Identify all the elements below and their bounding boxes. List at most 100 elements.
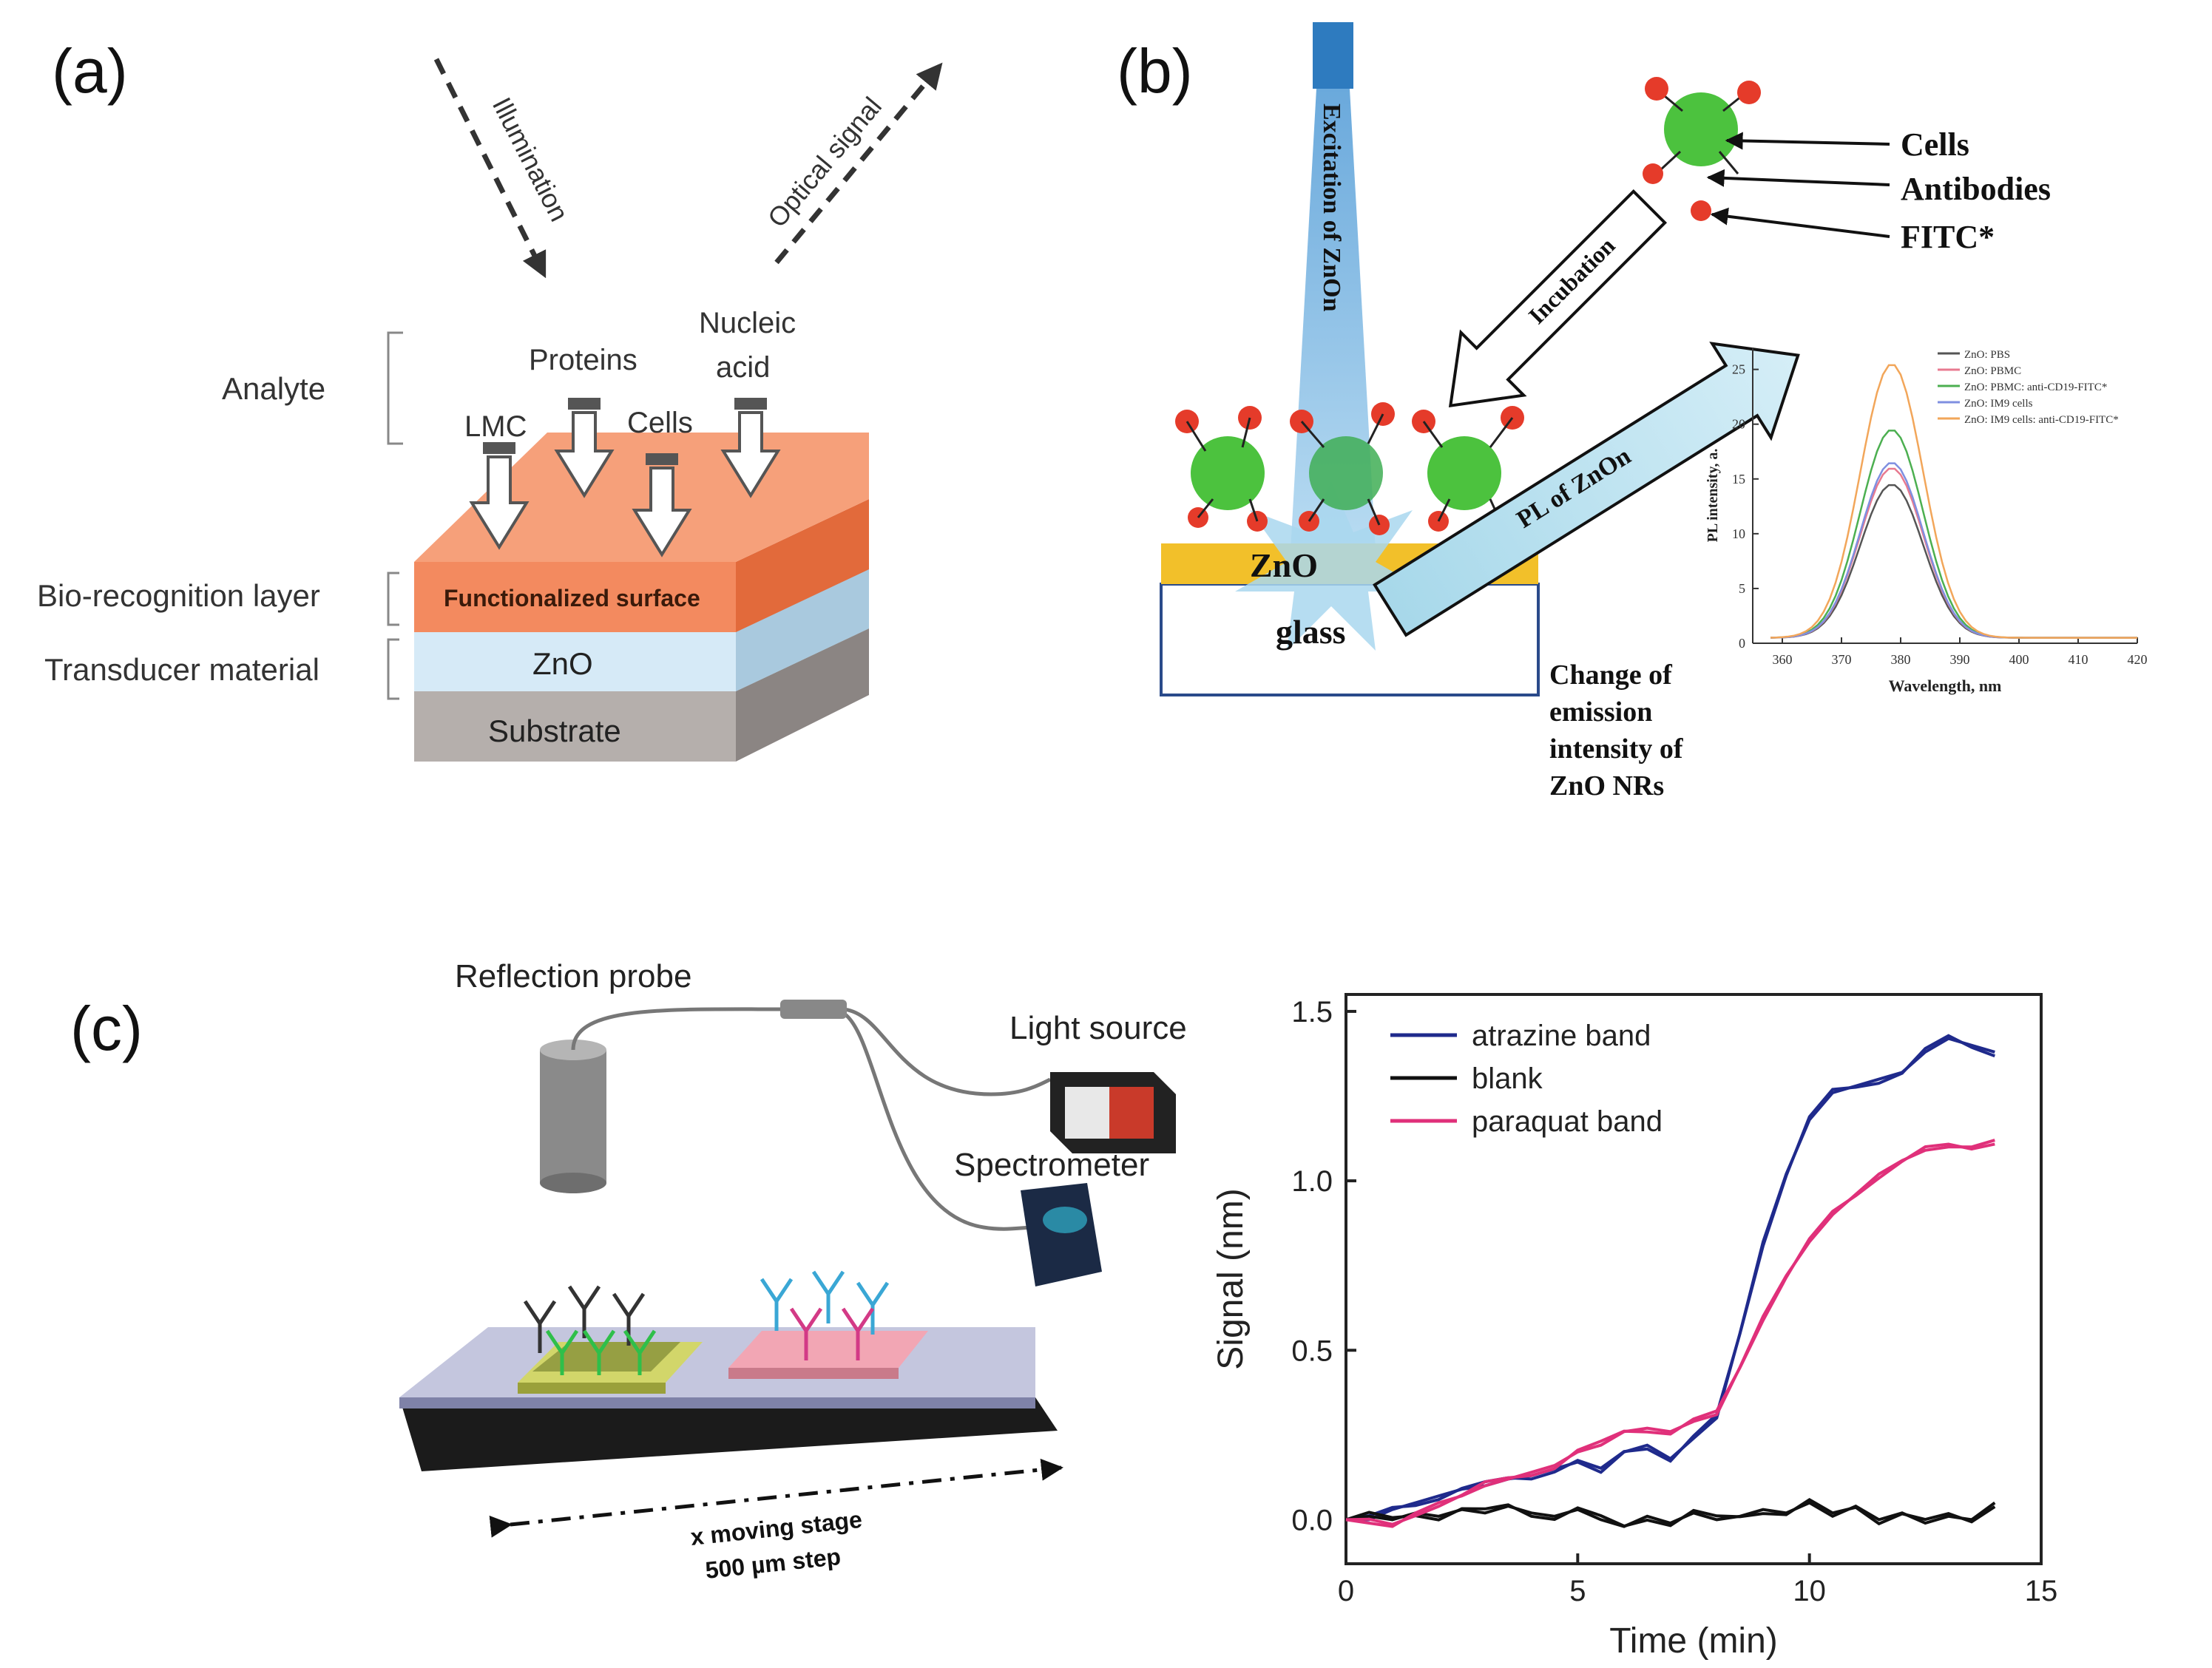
series-line-paraquat-band bbox=[1345, 1142, 1995, 1526]
inset-x-tick-label: 390 bbox=[1950, 652, 1970, 667]
fiber-cables bbox=[571, 1007, 1052, 1231]
inset-legend-label: ZnO: PBMC: anti-CD19-FITC* bbox=[1964, 382, 2107, 393]
inset-legend-label: ZnO: IM9 cells bbox=[1964, 398, 2033, 410]
optical-signal-label: Optical signal bbox=[762, 91, 887, 233]
stage-label-2: 500 µm step bbox=[704, 1543, 842, 1584]
light-source-device bbox=[1050, 1072, 1176, 1153]
fiber-coupler bbox=[780, 1000, 847, 1019]
cells-pointer bbox=[1725, 132, 1890, 150]
reflection-probe-label: Reflection probe bbox=[455, 958, 691, 994]
y-tick-label: 0.0 bbox=[1291, 1504, 1333, 1536]
series-line-atrazine-band bbox=[1346, 1037, 1995, 1522]
inset-series-line bbox=[1770, 364, 2137, 639]
optical-signal-arrow bbox=[774, 62, 943, 265]
transducer-bracket bbox=[387, 638, 399, 700]
inset-x-tick-label: 400 bbox=[2009, 652, 2029, 667]
inset-x-tick-label: 370 bbox=[1832, 652, 1852, 667]
panel-c-label: (c) bbox=[70, 994, 143, 1063]
analyte-arrows bbox=[469, 398, 781, 557]
y-tick-label: 1.5 bbox=[1291, 996, 1333, 1028]
zno-side bbox=[736, 569, 869, 691]
inset-legend-label: ZnO: PBS bbox=[1964, 349, 2010, 361]
illumination-arrow bbox=[433, 58, 547, 279]
nucleic-arrow bbox=[720, 411, 781, 498]
bio-bracket bbox=[387, 572, 399, 626]
cells-on-surface bbox=[1175, 402, 1524, 535]
excitation-label: Excitation of ZnOn bbox=[1318, 104, 1345, 312]
nucleic-label-2: acid bbox=[716, 351, 770, 384]
inset-y-tick-label: 0 bbox=[1739, 636, 1745, 651]
inset-x-tick-label: 380 bbox=[1891, 652, 1911, 667]
glass-label: glass bbox=[1276, 613, 1346, 651]
stage-travel-arrow bbox=[489, 1458, 1063, 1538]
cell-2 bbox=[1309, 436, 1383, 510]
analyte-label: Analyte bbox=[222, 371, 325, 406]
y-axis-label: Signal (nm) bbox=[1211, 1188, 1251, 1369]
chart-frame bbox=[1345, 993, 2043, 1565]
fitc-legend-label: FITC* bbox=[1901, 219, 1995, 255]
lmc-arrow-cap bbox=[483, 442, 515, 454]
zno-front bbox=[414, 632, 736, 691]
pl-arrow bbox=[1373, 342, 1800, 637]
inset-y-tick-label: 10 bbox=[1732, 526, 1745, 541]
panel-a: (a) Illumination Optical signal Analyte … bbox=[37, 36, 943, 762]
inset-y-tick-label: 25 bbox=[1732, 362, 1745, 377]
zno-film-label: ZnO bbox=[1250, 546, 1318, 584]
inset-x-tick-label: 420 bbox=[2128, 652, 2148, 667]
antibodies-pointer bbox=[1706, 169, 1890, 187]
cells-arrow-cap bbox=[646, 453, 678, 465]
y-tick-label: 0.5 bbox=[1291, 1335, 1333, 1367]
inset-y-tick-label: 20 bbox=[1732, 417, 1745, 432]
proteins-arrow-cap bbox=[568, 398, 601, 410]
substrate-front bbox=[414, 691, 736, 762]
inset-y-axis-label: PL intensity, a. bbox=[1705, 449, 1721, 543]
series-line-blank bbox=[1345, 1497, 1996, 1528]
x-tick-label: 5 bbox=[1569, 1575, 1586, 1607]
cell-1 bbox=[1191, 436, 1265, 510]
inset-legend-label: ZnO: PBMC bbox=[1964, 365, 2021, 377]
x-tick-label: 10 bbox=[1793, 1575, 1826, 1607]
change-label-4: ZnO NRs bbox=[1549, 770, 1664, 801]
spectrometer-device bbox=[1021, 1183, 1102, 1286]
series-line-atrazine-band bbox=[1345, 1034, 1995, 1522]
fitc-pointer bbox=[1710, 207, 1890, 238]
excitation-beam bbox=[1291, 89, 1376, 551]
lmc-arrow bbox=[469, 455, 530, 550]
substrate-side bbox=[736, 628, 869, 762]
inset-legend-label: ZnO: IM9 cells: anti-CD19-FITC* bbox=[1964, 414, 2119, 426]
inset-series-line bbox=[1770, 462, 2137, 639]
inset-y-tick-label: 5 bbox=[1739, 581, 1745, 596]
antibody-links bbox=[1186, 413, 1514, 526]
panel-c: (c) Reflection probe Light source Spectr… bbox=[70, 958, 2057, 1661]
cell-3 bbox=[1427, 436, 1501, 510]
inset-x-axis-label: Wavelength, nm bbox=[1889, 677, 2002, 695]
analyte-bracket bbox=[387, 331, 403, 445]
inset-y-tick-label: 15 bbox=[1732, 472, 1745, 486]
antibodies-chip-1 bbox=[523, 1285, 657, 1375]
change-label-1: Change of bbox=[1549, 660, 1673, 691]
lmc-label: LMC bbox=[464, 410, 527, 443]
change-label-2: emission bbox=[1549, 696, 1652, 728]
functionalized-side bbox=[736, 499, 869, 632]
zno-layer-label: ZnO bbox=[532, 646, 593, 681]
reflection-probe bbox=[540, 1040, 606, 1193]
cells-label: Cells bbox=[627, 407, 693, 439]
nucleic-arrow-cap bbox=[734, 398, 767, 410]
legend-label: paraquat band bbox=[1472, 1105, 1663, 1138]
functionalized-label: Functionalized surface bbox=[444, 585, 700, 611]
substrate-label: Substrate bbox=[488, 713, 621, 748]
cell-antibody-icon bbox=[1643, 77, 1761, 221]
inset-x-tick-label: 360 bbox=[1773, 652, 1793, 667]
nucleic-label-1: Nucleic bbox=[699, 307, 796, 339]
series-line-paraquat-band bbox=[1345, 1139, 1995, 1528]
cells-legend-label: Cells bbox=[1901, 126, 1969, 163]
legend-label: atrazine band bbox=[1472, 1020, 1651, 1052]
fitc-marker bbox=[1645, 77, 1668, 101]
cells-arrow bbox=[632, 467, 692, 557]
antibodies-legend-label: Antibodies bbox=[1901, 171, 2051, 207]
proteins-label: Proteins bbox=[529, 344, 637, 376]
functionalized-front bbox=[414, 562, 736, 632]
fitc-marker bbox=[1643, 163, 1663, 184]
